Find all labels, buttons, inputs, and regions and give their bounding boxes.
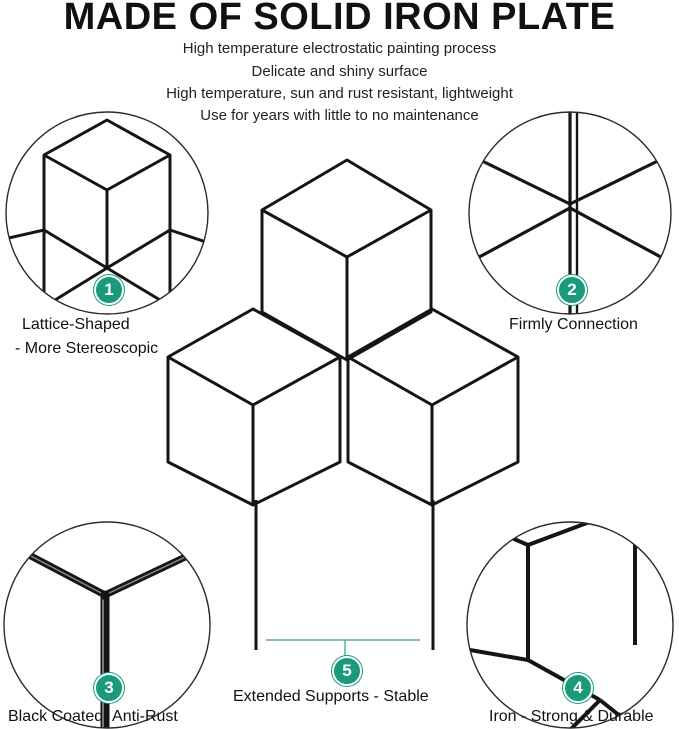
caption-connection: Firmly Connection bbox=[509, 316, 638, 333]
caption-coating: Black Coated- Anti-Rust bbox=[8, 708, 178, 725]
subtitle-line-2: Delicate and shiny surface bbox=[251, 63, 428, 80]
badge-1: 1 bbox=[94, 275, 124, 305]
badge-4: 4 bbox=[563, 673, 593, 703]
trellis-frame bbox=[166, 158, 520, 650]
badge-5: 5 bbox=[332, 656, 362, 686]
subtitle-line-3: High temperature, sun and rust resistant… bbox=[166, 85, 513, 102]
caption-lattice-line2: - More Stereoscopic bbox=[15, 340, 159, 357]
subtitle-line-4: Use for years with little to no maintena… bbox=[200, 107, 479, 124]
caption-lattice-line1: Lattice-Shaped bbox=[22, 316, 130, 333]
badge-2: 2 bbox=[557, 275, 587, 305]
detail-circle-coating bbox=[3, 521, 211, 729]
detail-circle-lattice bbox=[5, 111, 209, 315]
support-indicator bbox=[266, 639, 420, 656]
caption-iron: Iron - Strong & Durable bbox=[489, 708, 654, 725]
subtitle-line-1: High temperature electrostatic painting … bbox=[182, 40, 497, 57]
caption-supports: Extended Supports - Stable bbox=[233, 688, 429, 705]
badge-3: 3 bbox=[94, 673, 124, 703]
page-title: MADE OF SOLID IRON PLATE bbox=[63, 0, 616, 38]
